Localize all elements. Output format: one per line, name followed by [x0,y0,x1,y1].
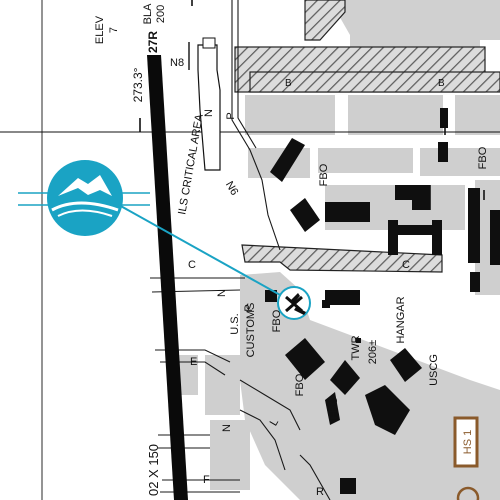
elevation-label: ELEV [94,15,106,44]
taxiway-f: F [203,474,210,486]
runway-heading: 273.3° [131,67,145,102]
taxiway-c-right: C [402,259,410,271]
taxiway-n-lower: N [221,424,233,432]
taxiway-p-upper: P [225,112,237,119]
airline-logo-icon [18,160,150,236]
leader-line [109,199,283,297]
fbo-label-1: FBO [318,163,330,186]
blast-label: BLA [142,3,154,24]
customs-line2: CUSTOMS [245,303,257,358]
customs-line1: U.S. [229,313,241,334]
runway-designator: 27R [146,31,160,53]
taxiway-p-lower: P [243,304,255,311]
hatched-area-b-upper [234,0,500,93]
fbo-label-customs: FBO [271,309,283,332]
fbo-label-3: FBO [294,373,306,396]
taxiway-n-mid: N [216,289,228,297]
airplane-icon [277,286,311,320]
hatched-area-c [241,244,443,273]
hot-spot-marker [456,486,480,500]
runway-dimensions: 02 X 150 [146,444,161,496]
buildings [265,108,500,494]
runway-27r [147,55,188,500]
taxiway-n6: N6 [223,179,240,197]
blast-value: 200 [155,5,167,23]
fbo-label-2: FBO [477,146,489,169]
uscg-label: USCG [428,354,440,386]
taxiway-l: L [268,417,281,428]
taxiway-n8: N8 [170,57,184,69]
hangar-label: HANGAR [395,296,407,343]
hot-spot-label: HS 1 [462,430,474,454]
taxiway-c-left: C [188,259,196,271]
taxiway-r: R [316,486,324,498]
ils-critical-area [197,44,221,171]
ils-critical-label: ILS CRITICAL AREA [176,113,206,216]
area-b-lower: B [438,78,445,89]
fbo-label-4: FBO [328,396,340,419]
tower-label: TWR [350,335,362,360]
elevation-value: 7 [108,27,120,33]
area-b-upper: B [285,78,292,89]
taxiway-e: E [190,356,197,368]
tower-height: 206± [367,340,379,364]
hot-spot-box [453,416,479,468]
taxiway-n-upper: N [203,109,215,117]
